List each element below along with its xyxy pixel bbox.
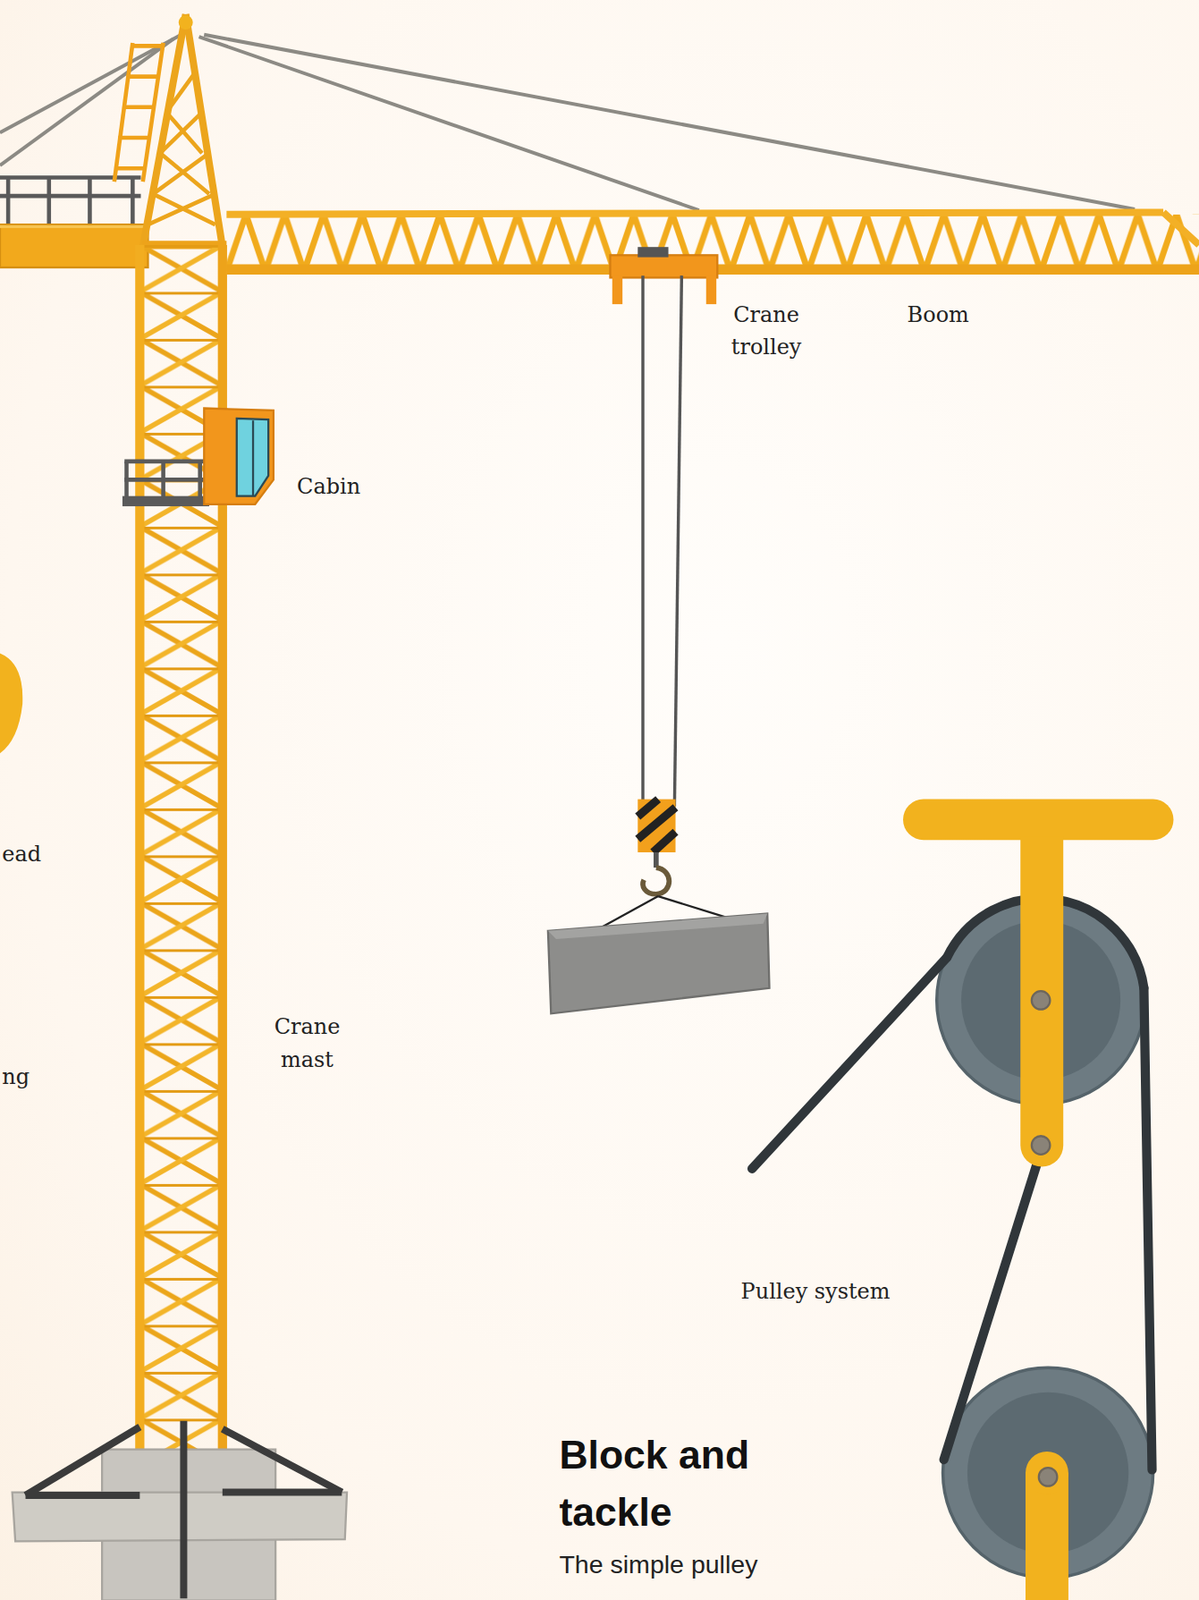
cabin	[122, 408, 274, 507]
part-label: Cabin	[296, 470, 361, 504]
counter-jib	[0, 177, 148, 268]
section-heading: Block and tackle	[558, 1426, 804, 1542]
tower-apex	[143, 14, 223, 247]
partial-figure	[0, 652, 23, 753]
part-label: Pulley system	[741, 1274, 891, 1308]
cables	[0, 30, 1135, 211]
pulley-system	[751, 799, 1174, 1600]
crane-base	[12, 1420, 347, 1600]
trolley-hook	[548, 246, 770, 1014]
part-label: Boom	[907, 297, 970, 331]
part-label: Crane trolley	[715, 297, 818, 364]
part-label: ead	[1, 837, 42, 871]
part-label: Crane mast	[261, 1010, 354, 1076]
part-label: ng	[1, 1060, 30, 1094]
body-text: The simple pulley	[558, 1546, 758, 1580]
